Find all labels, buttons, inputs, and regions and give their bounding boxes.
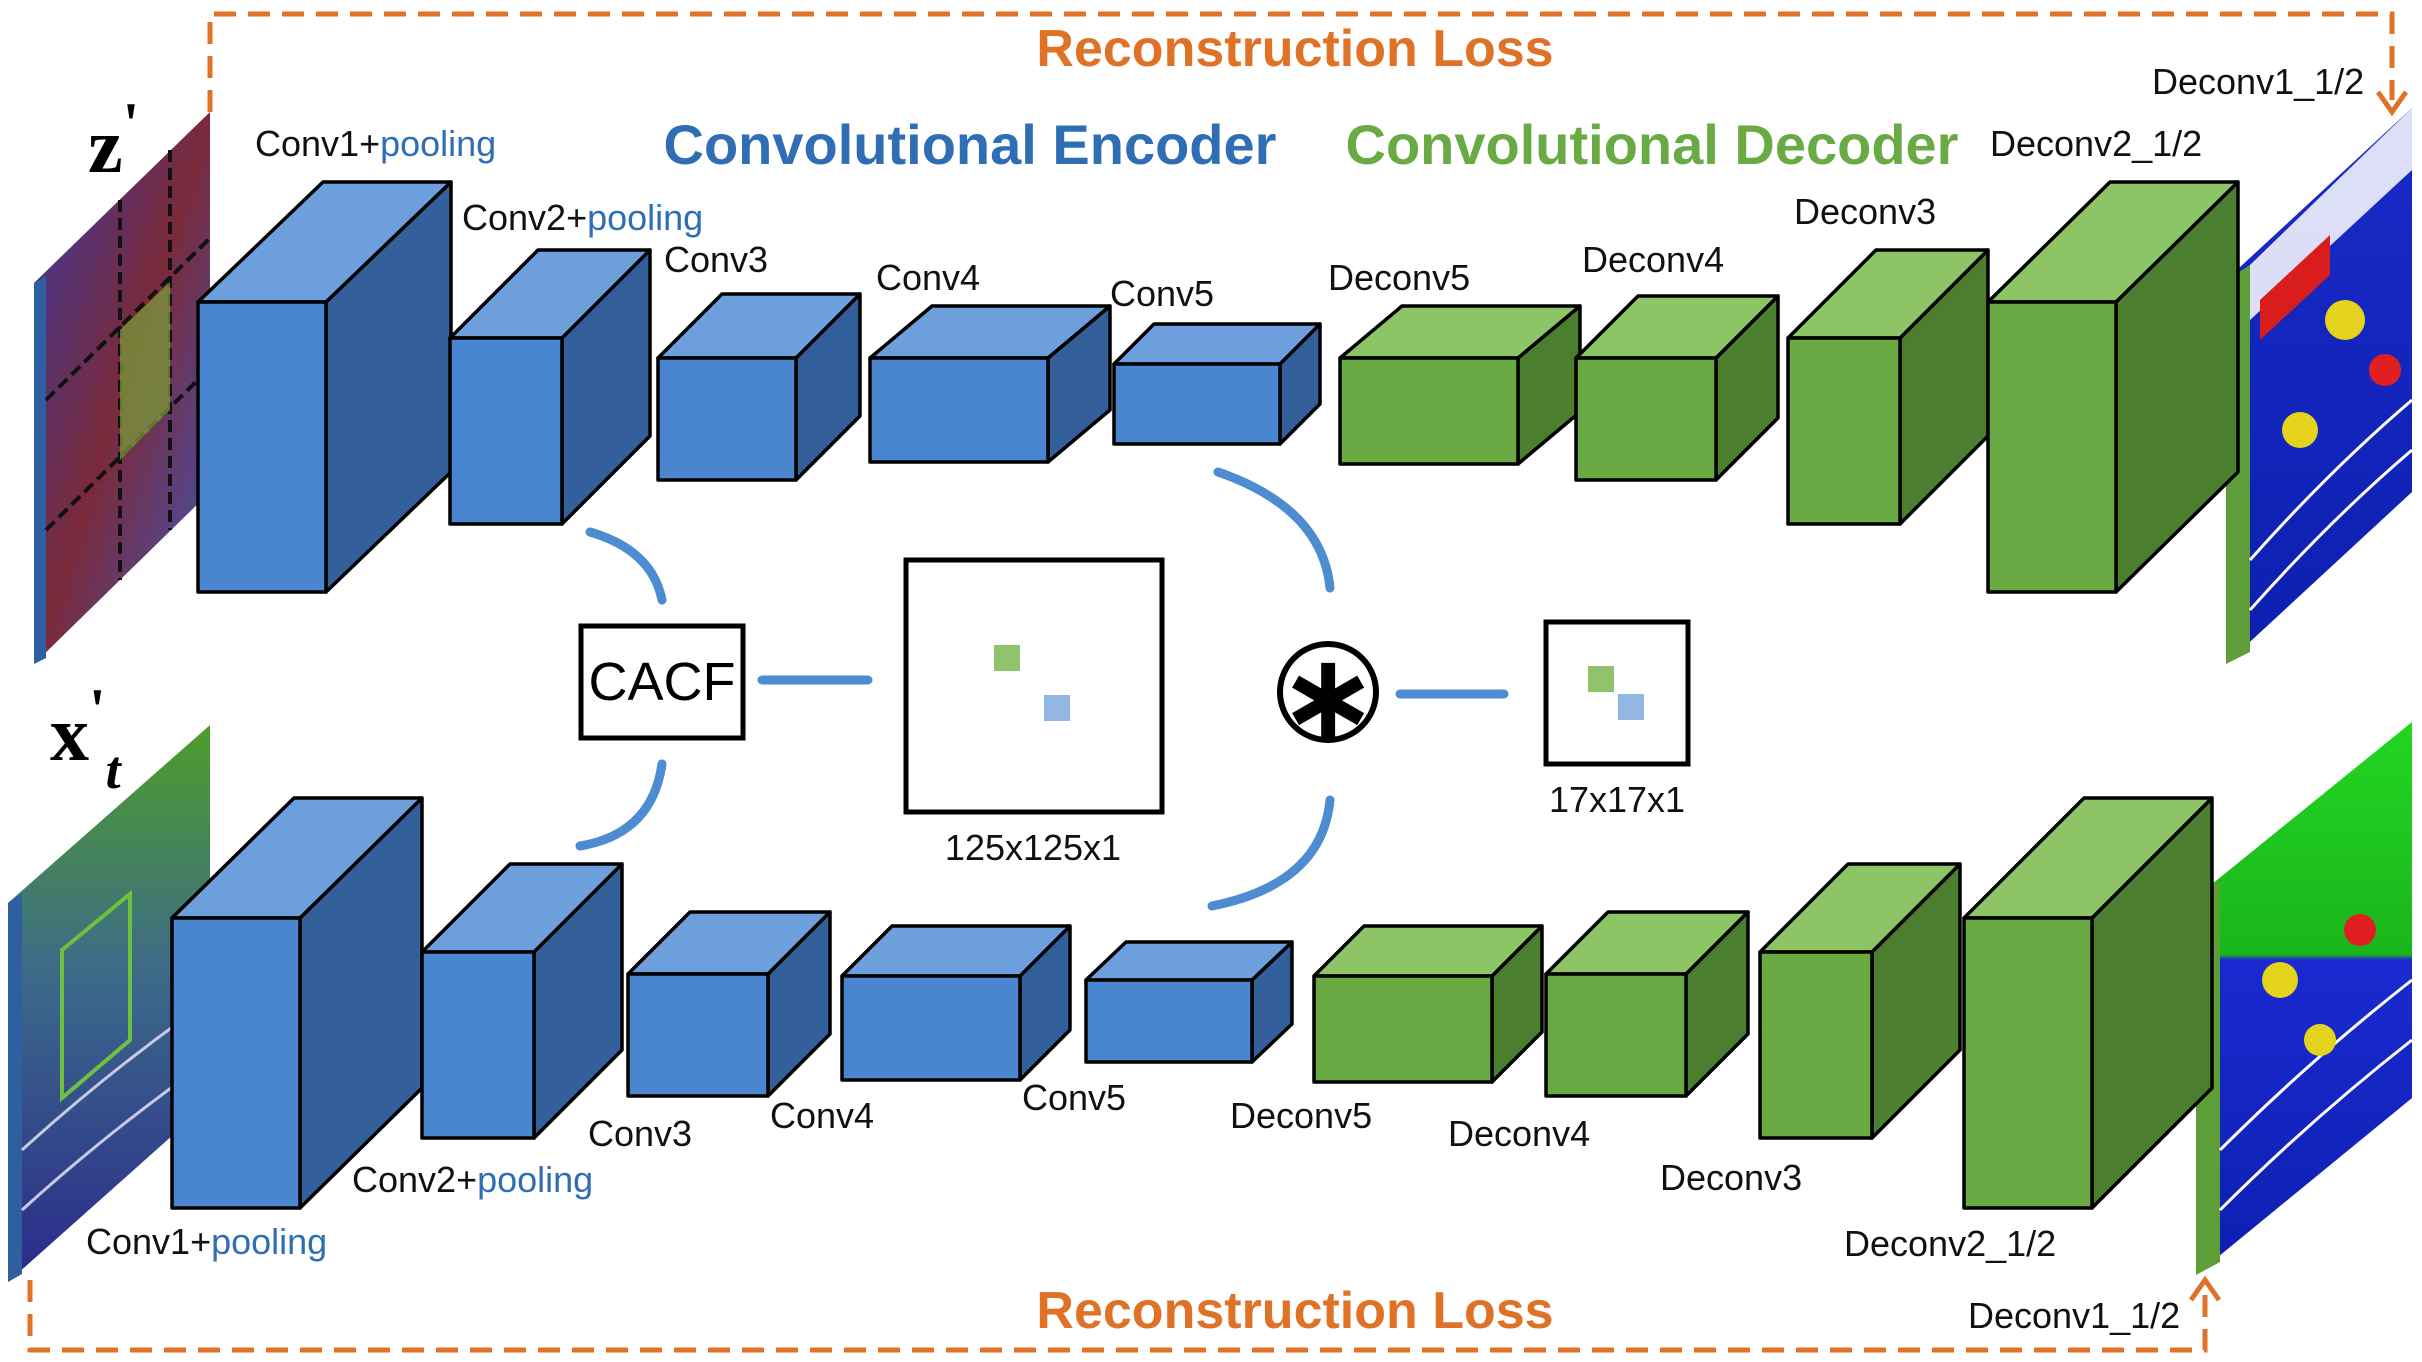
bottom-deconv3-block <box>1758 862 1962 1140</box>
top-label-conv5: Conv5 <box>1110 273 1214 314</box>
top-deconv2-block <box>1986 180 2240 594</box>
bottom-label-conv5: Conv5 <box>1022 1077 1126 1118</box>
bottom-label-conv3: Conv3 <box>588 1113 692 1154</box>
flow-arrows <box>575 467 1509 911</box>
output-image-top <box>2226 108 2413 664</box>
bottom-branch-labels: Conv1+pooling Conv2+pooling Conv3 Conv4 … <box>86 1077 2180 1336</box>
top-conv5-block <box>1112 322 1322 446</box>
arrow-conv5-top-to-corr <box>1213 467 1335 593</box>
bottom-conv5-block <box>1084 940 1294 1064</box>
reconstruction-loss-lines <box>27 11 2395 1353</box>
bottom-label-deconv1: Deconv1_1/2 <box>1968 1295 2180 1336</box>
bottom-conv4-block <box>840 924 1072 1082</box>
top-label-deconv4: Deconv4 <box>1582 239 1724 280</box>
top-label-deconv1: Deconv1_1/2 <box>2152 61 2364 102</box>
top-deconv5-block <box>1338 304 1582 466</box>
arrow-conv5-bottom-to-corr <box>1207 795 1335 911</box>
top-conv1-block <box>196 180 453 594</box>
top-conv4-block <box>868 304 1112 464</box>
bottom-label-conv2: Conv2+pooling <box>352 1159 593 1200</box>
response-map-small: 17x17x1 <box>1543 619 1691 820</box>
map-small-size-label: 17x17x1 <box>1549 779 1685 820</box>
top-label-conv4: Conv4 <box>876 257 980 298</box>
bottom-deconv2-block <box>1962 796 2214 1210</box>
top-label-deconv3: Deconv3 <box>1794 191 1936 232</box>
output-image-bottom <box>2196 722 2413 1275</box>
response-map-large: 125x125x1 <box>903 557 1165 868</box>
encoder-heading: Convolutional Encoder <box>664 113 1277 176</box>
top-branch-labels: Conv1+pooling Conv2+pooling Conv3 Conv4 … <box>255 61 2364 314</box>
bottom-label-conv1: Conv1+pooling <box>86 1221 327 1262</box>
layer-blocks <box>170 180 2240 1210</box>
arrow-conv2-top-to-cacf <box>585 527 667 605</box>
decoder-heading: Convolutional Decoder <box>1346 113 1959 176</box>
bottom-label-deconv2: Deconv2_1/2 <box>1844 1223 2056 1264</box>
input-image-x <box>8 725 211 1282</box>
map-small-blue-dot <box>1618 694 1644 720</box>
arrow-conv2-bottom-to-cacf <box>575 759 667 851</box>
input-symbol-x: x't <box>50 677 123 800</box>
reconstruction-loss-bottom: Reconstruction Loss <box>1036 1282 1553 1340</box>
map-large-green-dot <box>994 645 1020 671</box>
top-label-conv1: Conv1+pooling <box>255 123 496 164</box>
bottom-label-deconv5: Deconv5 <box>1230 1095 1372 1136</box>
map-large-size-label: 125x125x1 <box>945 827 1121 868</box>
bottom-deconv4-block <box>1544 910 1750 1098</box>
top-deconv3-block <box>1786 248 1990 526</box>
top-label-deconv2: Deconv2_1/2 <box>1990 123 2202 164</box>
bottom-conv3-block <box>626 910 832 1098</box>
input-symbol-z: z' <box>88 91 139 189</box>
cacf-box: CACF <box>578 623 746 741</box>
top-label-conv3: Conv3 <box>664 239 768 280</box>
loss-arrowhead-bottom <box>2188 1275 2222 1302</box>
top-label-deconv5: Deconv5 <box>1328 257 1470 298</box>
top-conv3-block <box>656 292 862 482</box>
top-conv2-block <box>448 248 652 526</box>
bottom-label-conv4: Conv4 <box>770 1095 874 1136</box>
reconstruction-loss-top: Reconstruction Loss <box>1036 20 1553 78</box>
bottom-deconv5-block <box>1312 924 1544 1084</box>
correlation-operator: ∗ <box>1277 630 1379 764</box>
loss-arrowhead-top <box>2375 90 2409 117</box>
top-label-conv2: Conv2+pooling <box>462 197 703 238</box>
top-deconv4-block <box>1574 294 1780 482</box>
map-small-green-dot <box>1588 666 1614 692</box>
map-large-blue-dot <box>1044 695 1070 721</box>
bottom-conv2-block <box>420 862 624 1140</box>
bottom-label-deconv4: Deconv4 <box>1448 1113 1590 1154</box>
correlation-symbol: ∗ <box>1278 630 1379 764</box>
input-image-z <box>34 112 212 664</box>
cacf-label: CACF <box>589 652 736 712</box>
bottom-label-deconv3: Deconv3 <box>1660 1157 1802 1198</box>
bottom-conv1-block <box>170 796 424 1210</box>
